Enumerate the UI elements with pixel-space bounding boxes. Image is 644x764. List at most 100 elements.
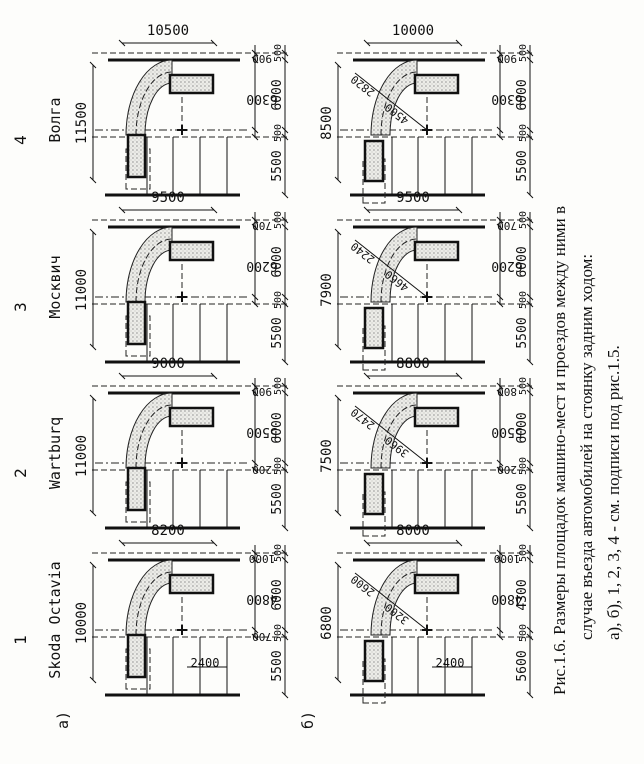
inner-dimension-label: 900	[252, 52, 272, 65]
outer-dimension-label: 500	[273, 44, 284, 62]
outer-dimension-label: 6000	[515, 79, 530, 110]
turning-path-centerline	[380, 404, 418, 469]
parked-car	[363, 472, 385, 516]
dimension-tick	[496, 133, 504, 141]
dimension-tick	[251, 549, 259, 557]
dimension-tick	[526, 466, 534, 474]
dimension-tick	[496, 633, 504, 641]
turn-center-cross	[177, 292, 187, 302]
dimension-tick	[496, 49, 504, 57]
stall-width-label: 2400	[436, 656, 465, 670]
dimension-tick	[251, 633, 259, 641]
dimension-tick	[496, 389, 504, 397]
parked-car	[363, 139, 385, 183]
turning-path-centerline	[135, 71, 173, 136]
outer-dimension-label: 5500	[515, 317, 530, 348]
dimension-tick	[363, 39, 371, 47]
dimension-tick	[281, 459, 289, 467]
outer-dimension-label: 500	[273, 291, 284, 309]
dimension-tick	[496, 626, 504, 634]
overall-dimension-label: 11000	[74, 269, 90, 311]
outer-dimension-label: 500	[518, 44, 529, 62]
dimension-tick	[496, 382, 504, 390]
dimension-tick	[526, 126, 534, 134]
dimension-tick	[210, 206, 218, 214]
caption-line-2: случае въезда автомобилей на стоянку зад…	[577, 254, 596, 640]
inner-dimension-label: 1000	[494, 552, 521, 565]
car-model-name: Wartburq	[46, 417, 64, 489]
inner-dimension-label: 800	[497, 385, 517, 398]
turning-path-centerline	[135, 571, 173, 636]
outer-dimension-label: 500	[518, 457, 529, 475]
inner-dimension-label: 700	[497, 219, 517, 232]
inner-dimension-label: 5500	[246, 424, 277, 439]
dimension-tick	[496, 549, 504, 557]
car-model-name: Skoda Octavia	[46, 561, 64, 678]
dimension-tick	[496, 56, 504, 64]
dimension-tick	[334, 343, 342, 351]
dimension-tick	[496, 293, 504, 301]
outer-dimension-label: 6000	[270, 412, 285, 443]
outer-dimension-label: 500	[273, 624, 284, 642]
dimension-tick	[251, 216, 259, 224]
turning-path-centerline	[135, 238, 173, 303]
inner-dimension-label: 900	[497, 52, 517, 65]
turn-center-cross	[177, 625, 187, 635]
turning-path-band	[370, 59, 418, 136]
outer-dimension-label: 500	[518, 544, 529, 562]
dimension-tick	[334, 561, 342, 569]
car-ghost-outline	[125, 315, 151, 357]
dimension-tick	[281, 49, 289, 57]
dimension-tick	[526, 216, 534, 224]
dimension-tick	[281, 524, 289, 532]
dimension-tick	[526, 524, 534, 532]
row-label-b: б)	[299, 711, 317, 729]
parked-car	[126, 133, 147, 179]
dimension-tick	[334, 509, 342, 517]
dimension-tick	[526, 49, 534, 57]
dimension-tick	[89, 61, 97, 69]
dimension-tick	[251, 556, 259, 564]
outer-dimension-label: 500	[273, 457, 284, 475]
car-model-name: Волга	[46, 97, 64, 142]
dimension-tick	[281, 133, 289, 141]
dimension-tick	[363, 372, 371, 380]
parking-panel-b-1: 6800800048001000560043005005002600320024…	[319, 523, 535, 704]
parked-car	[126, 633, 147, 679]
manoeuvring-car	[413, 573, 460, 595]
outer-dimension-label: 500	[273, 544, 284, 562]
dimension-tick	[526, 389, 534, 397]
depth-dimension-label: 10000	[392, 23, 434, 39]
manoeuvring-car	[168, 406, 215, 428]
dimension-tick	[334, 61, 342, 69]
dimension-tick	[89, 394, 97, 402]
manoeuvring-car	[413, 406, 460, 428]
dimension-tick	[251, 126, 259, 134]
depth-dimension-label: 8200	[151, 523, 185, 539]
dimension-tick	[363, 206, 371, 214]
radius-line	[354, 239, 428, 298]
depth-dimension-label: 8000	[396, 523, 430, 539]
dimension-tick	[281, 691, 289, 699]
overall-dimension-label: 6800	[319, 606, 335, 640]
outer-dimension-label: 6000	[270, 579, 285, 610]
dimension-tick	[251, 382, 259, 390]
inner-dimension-label: 1000	[249, 552, 276, 565]
dimension-tick	[281, 56, 289, 64]
turning-path-centerline	[135, 404, 173, 469]
dimension-tick	[281, 358, 289, 366]
dimension-tick	[281, 293, 289, 301]
dimension-tick	[281, 382, 289, 390]
overall-dimension-label: 7900	[319, 273, 335, 307]
dimension-tick	[526, 223, 534, 231]
dimension-tick	[118, 206, 126, 214]
dimension-tick	[251, 459, 259, 467]
dimension-tick	[251, 223, 259, 231]
dimension-tick	[496, 459, 504, 467]
